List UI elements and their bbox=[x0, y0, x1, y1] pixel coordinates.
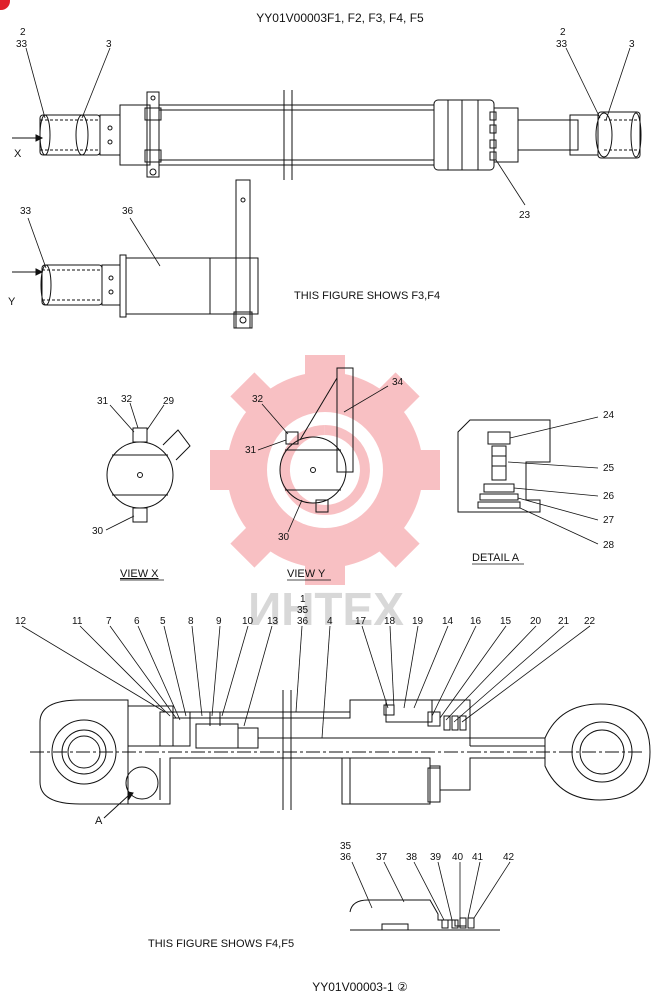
callout-section-6: 6 bbox=[134, 616, 140, 627]
callout-detail-25: 25 bbox=[603, 463, 615, 474]
callout-bottom-37: 37 bbox=[376, 852, 388, 863]
leader-lines-mid bbox=[27, 217, 161, 269]
callout-bottom-41: 41 bbox=[472, 852, 484, 863]
callout-top-left-3: 3 bbox=[106, 39, 112, 50]
callout-bottom-36: 36 bbox=[340, 852, 352, 863]
callout-bottom-42: 42 bbox=[503, 852, 515, 863]
detail-a-arrow-icon bbox=[103, 791, 134, 819]
callout-section-21: 21 bbox=[558, 616, 570, 627]
view-x-arrow-icon bbox=[12, 134, 44, 142]
view-y-drawing bbox=[279, 367, 354, 513]
callout-bottom-35: 35 bbox=[340, 841, 352, 852]
drawing-title: YY01V00003F1, F2, F3, F4, F5 bbox=[256, 11, 424, 25]
drawing-code: YY01V00003-1 ② bbox=[312, 980, 408, 994]
caption-view-y: VIEW Y bbox=[287, 568, 326, 580]
callout-section-22: 22 bbox=[584, 616, 596, 627]
leader-lines-detail-a bbox=[507, 416, 599, 545]
callout-section-18: 18 bbox=[384, 616, 396, 627]
view-x-drawing bbox=[106, 427, 191, 523]
cylinder-section-view bbox=[30, 690, 651, 810]
callout-section-4: 4 bbox=[327, 616, 333, 627]
leader-lines-top bbox=[25, 47, 631, 206]
marker-x: X bbox=[14, 148, 22, 160]
gland-detail-f4f5 bbox=[349, 899, 500, 931]
caption-detail-a: DETAIL A bbox=[472, 552, 520, 564]
callout-view-x-32: 32 bbox=[121, 394, 133, 405]
watermark-gear-icon bbox=[210, 355, 440, 585]
callout-detail-27: 27 bbox=[603, 515, 615, 526]
callout-section-15: 15 bbox=[500, 616, 512, 627]
cylinder-top-view bbox=[39, 90, 642, 180]
callout-top-right-2: 2 bbox=[560, 27, 566, 38]
callout-section-16: 16 bbox=[470, 616, 482, 627]
callout-section-14: 14 bbox=[442, 616, 454, 627]
callout-section-5: 5 bbox=[160, 616, 166, 627]
callout-view-x-29: 29 bbox=[163, 396, 175, 407]
callout-section-35: 35 bbox=[297, 605, 309, 616]
callout-section-1: 1 bbox=[300, 594, 306, 605]
caption-f4f5: THIS FIGURE SHOWS F4,F5 bbox=[148, 938, 294, 950]
leader-lines-bottom bbox=[351, 861, 511, 921]
callout-detail-24: 24 bbox=[603, 410, 615, 421]
callout-section-13: 13 bbox=[267, 616, 279, 627]
callout-top-left-2: 2 bbox=[20, 27, 26, 38]
callout-view-y-30: 30 bbox=[278, 532, 290, 543]
callout-top-left-33: 33 bbox=[16, 39, 28, 50]
callout-section-17: 17 bbox=[355, 616, 367, 627]
callout-section-11: 11 bbox=[72, 616, 83, 627]
callout-mid-33: 33 bbox=[20, 206, 32, 217]
callout-top-right-3: 3 bbox=[629, 39, 635, 50]
leader-lines-view-y bbox=[257, 385, 389, 533]
cylinder-f3f4-view bbox=[40, 179, 259, 329]
callout-mid-36: 36 bbox=[122, 206, 134, 217]
callout-detail-28: 28 bbox=[603, 540, 615, 551]
callout-23: 23 bbox=[519, 210, 531, 221]
view-y-arrow-icon bbox=[12, 268, 44, 276]
callout-section-19: 19 bbox=[412, 616, 424, 627]
callout-section-20: 20 bbox=[530, 616, 542, 627]
callout-view-y-34: 34 bbox=[392, 377, 404, 388]
marker-a: A bbox=[95, 815, 103, 827]
callout-section-36: 36 bbox=[297, 616, 309, 627]
corner-badge bbox=[0, 0, 10, 10]
callout-bottom-39: 39 bbox=[430, 852, 442, 863]
detail-a-drawing bbox=[457, 419, 551, 513]
callout-section-8: 8 bbox=[188, 616, 194, 627]
callout-view-x-31: 31 bbox=[97, 396, 109, 407]
leader-lines-section bbox=[21, 625, 591, 739]
callout-section-10: 10 bbox=[242, 616, 254, 627]
callout-bottom-38: 38 bbox=[406, 852, 418, 863]
callout-view-y-31: 31 bbox=[245, 445, 257, 456]
callout-detail-26: 26 bbox=[603, 491, 615, 502]
callout-bottom-40: 40 bbox=[452, 852, 464, 863]
callout-top-right-33: 33 bbox=[556, 39, 568, 50]
callout-view-x-30: 30 bbox=[92, 526, 104, 537]
leader-lines-view-x bbox=[105, 402, 165, 531]
callout-section-12: 12 bbox=[15, 616, 27, 627]
watermark-text: ИНТЕХ bbox=[248, 583, 404, 635]
caption-view-x: VIEW X bbox=[120, 568, 159, 580]
marker-y: Y bbox=[8, 296, 16, 308]
callout-view-y-32: 32 bbox=[252, 394, 264, 405]
caption-f3f4: THIS FIGURE SHOWS F3,F4 bbox=[294, 290, 440, 302]
callout-section-9: 9 bbox=[216, 616, 222, 627]
callout-section-7: 7 bbox=[106, 616, 112, 627]
